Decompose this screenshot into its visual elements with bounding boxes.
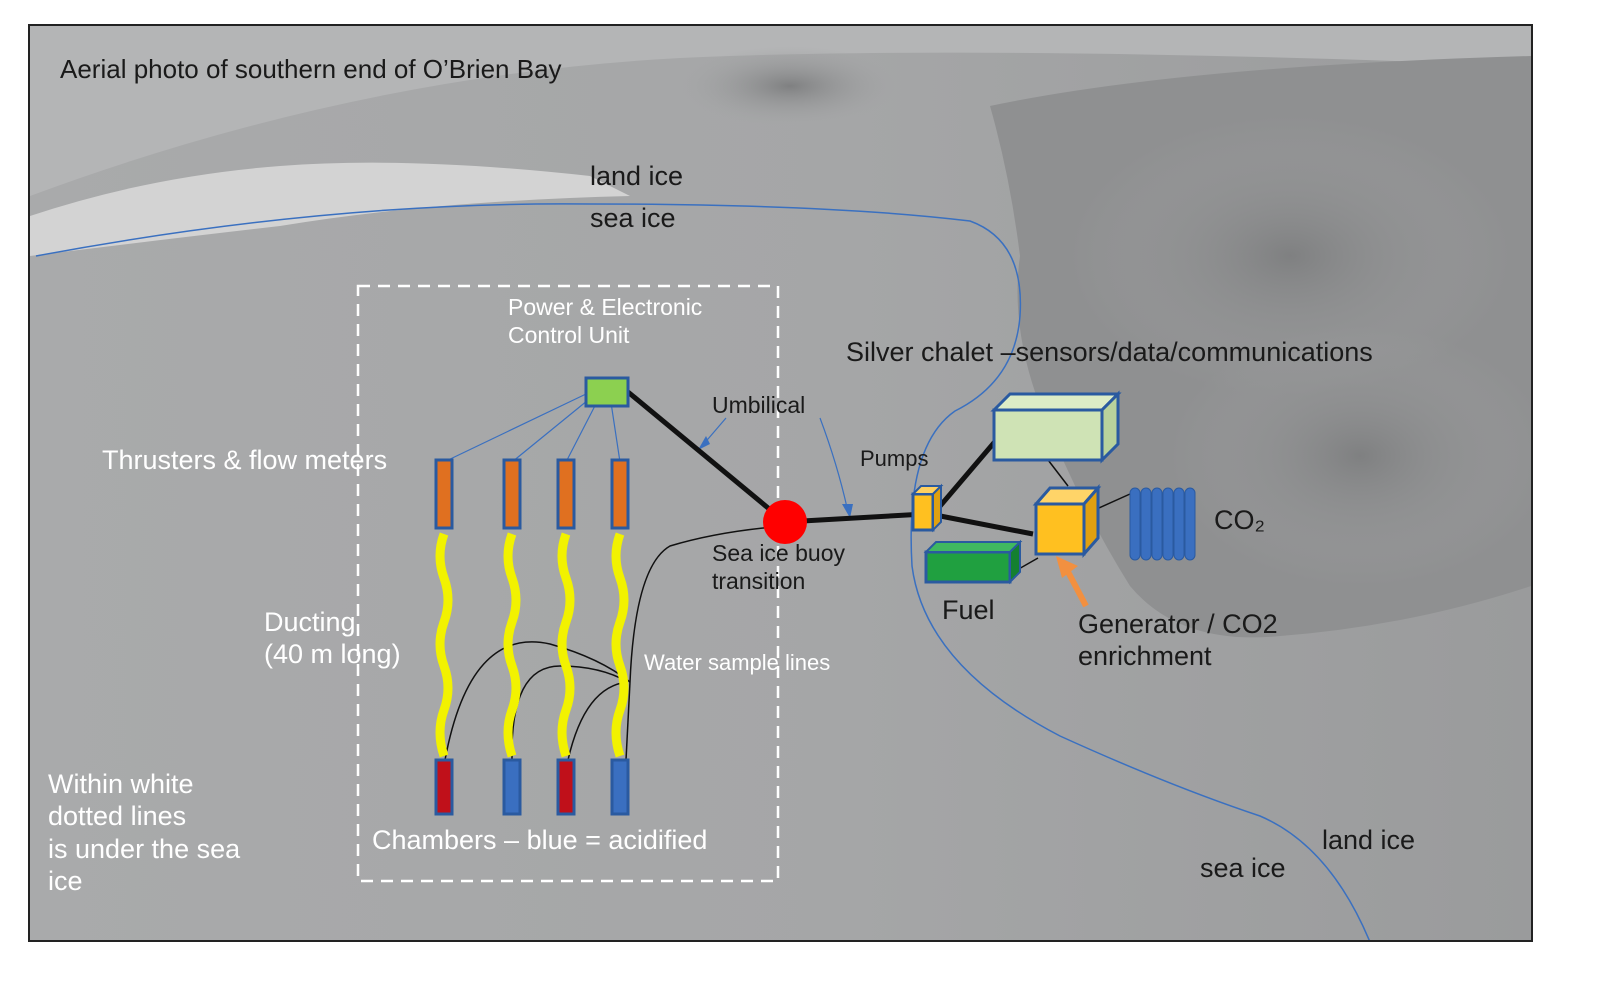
sea-ice-buoy xyxy=(763,500,807,544)
land-ice-label-top: land ice xyxy=(590,161,684,191)
rock-shading-3 xyxy=(680,46,900,126)
thrusters-label: Thrusters & flow meters xyxy=(102,445,388,475)
umbilical-label: Umbilical xyxy=(712,392,806,418)
chamber-3 xyxy=(556,758,576,816)
sample-line-4 xyxy=(625,681,631,761)
chamber-1 xyxy=(434,758,454,816)
land-sea-ice-boundary xyxy=(35,203,1370,940)
fuel-tank-top xyxy=(923,541,1023,553)
umbilical-arrowhead-1 xyxy=(698,436,710,450)
power-control-unit-label: Power & Electronic Control Unit xyxy=(508,294,703,348)
generator-arrow-shaft xyxy=(1063,566,1089,608)
control-line-2 xyxy=(511,395,594,463)
chamber-4 xyxy=(610,758,630,816)
ducting-2 xyxy=(503,532,521,758)
generator-box xyxy=(1034,502,1086,556)
sample-line-3 xyxy=(567,681,629,761)
land-ice-label-bottom: land ice xyxy=(1322,825,1416,855)
pumps-box-side xyxy=(932,483,942,533)
silver-chalet-side xyxy=(1100,390,1120,464)
ducting-4 xyxy=(611,532,629,758)
sea-ice-label-bottom: sea ice xyxy=(1200,853,1286,883)
silver-chalet-label: Silver chalet –sensors/data/communicatio… xyxy=(846,337,1373,367)
sea-ice-label-top: sea ice xyxy=(590,203,676,233)
silver-chalet-top xyxy=(990,392,1122,412)
aerial-photo-diagram xyxy=(30,26,1531,940)
umbilical-arrowhead-2 xyxy=(842,504,853,518)
co2-tank-3 xyxy=(1151,487,1163,561)
power-control-unit xyxy=(584,376,630,408)
fuel-label: Fuel xyxy=(942,595,995,625)
pumps-label: Pumps xyxy=(860,446,929,471)
fuel-tank xyxy=(924,550,1012,584)
thruster-4 xyxy=(610,458,630,530)
ducting-label: Ducting (40 m long) xyxy=(264,607,401,670)
cable-pumps-to-chalet xyxy=(933,436,1000,514)
co2-tanks xyxy=(1129,487,1196,561)
silver-chalet-box xyxy=(992,408,1104,462)
cable-pumps-to-generator xyxy=(929,511,1034,537)
control-line-1 xyxy=(443,393,587,463)
rock-shading-2 xyxy=(1170,326,1531,586)
generator-side xyxy=(1082,484,1100,558)
top-snow-area xyxy=(30,26,1531,196)
under-ice-note: Within white dotted lines is under the s… xyxy=(48,769,241,897)
co2-tank-2 xyxy=(1140,487,1152,561)
sample-line-1 xyxy=(444,641,631,761)
diagram-frame: Aerial photo of southern end of O’Brien … xyxy=(28,24,1533,942)
umbilical-pointer-2 xyxy=(819,417,849,513)
sea-ice-buoy-label: Sea ice buoy transition xyxy=(712,540,845,594)
generator-label: Generator / CO2 enrichment xyxy=(1078,609,1278,672)
co2-tank-5 xyxy=(1173,487,1185,561)
ducting-3 xyxy=(557,532,575,758)
sample-line-main xyxy=(629,525,786,683)
rock-shading-1 xyxy=(1070,116,1510,396)
co2-tank-6 xyxy=(1184,487,1196,561)
co2-tank-4 xyxy=(1162,487,1174,561)
sample-line-2 xyxy=(511,665,629,761)
diagram-title: Aerial photo of southern end of O’Brien … xyxy=(60,54,562,84)
generator-arrow-head xyxy=(1056,556,1078,578)
co2-label: CO₂ xyxy=(1214,505,1265,535)
umbilical-cable-control-to-buoy xyxy=(626,390,787,524)
umbilical-cable-buoy-to-pumps xyxy=(784,511,926,525)
thruster-3 xyxy=(556,458,576,530)
water-sample-lines-label: Water sample lines xyxy=(644,650,831,675)
thruster-2 xyxy=(502,458,522,530)
pumps-box xyxy=(911,492,935,532)
ducting-1 xyxy=(435,532,453,758)
co2-tank-1 xyxy=(1129,487,1141,561)
chamber-2 xyxy=(502,758,522,816)
thruster-1 xyxy=(434,458,454,530)
chambers-label: Chambers – blue = acidified xyxy=(372,825,708,855)
fuel-tank-side xyxy=(1009,539,1021,585)
under-sea-ice-boundary xyxy=(356,284,780,883)
